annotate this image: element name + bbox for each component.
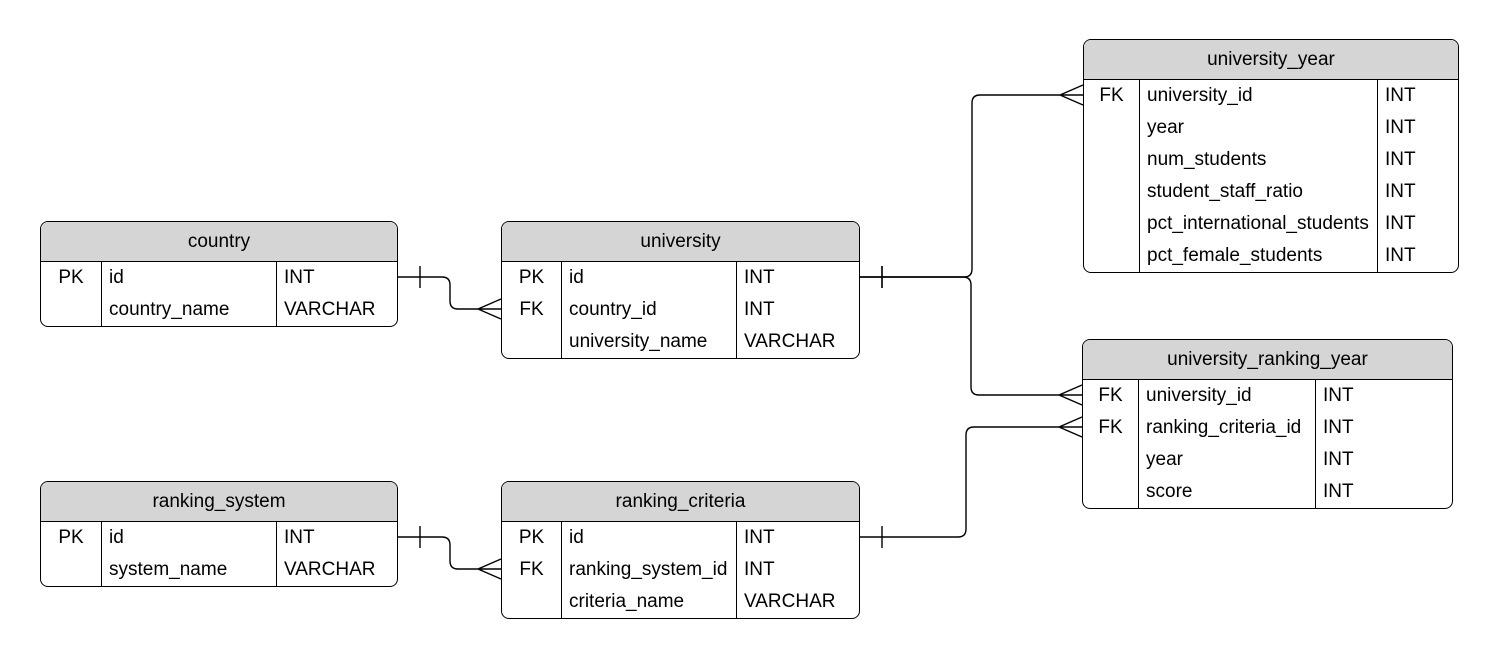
field-name: university_id <box>1138 380 1315 412</box>
key-badge: PK <box>58 267 84 288</box>
field-name: university_name <box>561 326 736 358</box>
field-name: system_name <box>101 554 276 586</box>
field-type: INT <box>1377 80 1458 112</box>
field-name: id <box>101 262 276 294</box>
relationship-ranking_criteria-university_ranking_year <box>860 416 1083 548</box>
field-type: INT <box>1315 380 1452 412</box>
field-type: INT <box>736 554 859 586</box>
field-type: INT <box>736 262 859 294</box>
field-type: VARCHAR <box>276 294 397 326</box>
field-type: INT <box>276 262 397 294</box>
key-badge <box>41 294 101 326</box>
key-badge: FK <box>519 559 544 580</box>
field-name: year <box>1138 444 1315 476</box>
field-name: id <box>561 262 736 294</box>
key-badge: FK <box>1098 385 1123 406</box>
key-badge <box>1084 144 1139 176</box>
field-type: INT <box>1377 240 1458 272</box>
field-name: id <box>101 522 276 554</box>
relationship-country-university <box>398 266 502 320</box>
field-type: INT <box>1315 444 1452 476</box>
field-type: INT <box>1377 112 1458 144</box>
key-badge <box>1083 476 1138 508</box>
field-type: INT <box>1377 208 1458 240</box>
table-title: ranking_criteria <box>502 482 859 522</box>
key-badge <box>502 586 561 618</box>
key-badge: FK <box>519 299 544 320</box>
field-name: ranking_system_id <box>561 554 736 586</box>
table-title: university_ranking_year <box>1083 340 1452 380</box>
field-type: INT <box>736 294 859 326</box>
key-badge <box>502 326 561 358</box>
field-name: pct_female_students <box>1139 240 1377 272</box>
table-title: university_year <box>1084 40 1458 80</box>
relationship-ranking_system-ranking_criteria <box>398 526 502 580</box>
key-badge <box>1084 176 1139 208</box>
key-badge: FK <box>1099 85 1124 106</box>
field-type: VARCHAR <box>736 326 859 358</box>
field-name: id <box>561 522 736 554</box>
field-type: VARCHAR <box>736 586 859 618</box>
field-type: VARCHAR <box>276 554 397 586</box>
field-type: INT <box>1315 476 1452 508</box>
relationship-university-university_year <box>860 84 1084 288</box>
key-badge <box>1084 112 1139 144</box>
table-title: university <box>502 222 859 262</box>
table-title: ranking_system <box>41 482 397 522</box>
key-badge: PK <box>58 527 84 548</box>
field-name: ranking_criteria_id <box>1138 412 1315 444</box>
field-type: INT <box>1377 144 1458 176</box>
field-name: num_students <box>1139 144 1377 176</box>
field-type: INT <box>736 522 859 554</box>
relationship-university-university_ranking_year <box>860 266 1083 406</box>
field-name: country_id <box>561 294 736 326</box>
field-type: INT <box>1377 176 1458 208</box>
field-name: year <box>1139 112 1377 144</box>
field-name: country_name <box>101 294 276 326</box>
table-title: country <box>41 222 397 262</box>
field-name: student_staff_ratio <box>1139 176 1377 208</box>
key-badge: PK <box>518 267 545 288</box>
field-type: INT <box>276 522 397 554</box>
key-badge <box>1083 444 1138 476</box>
field-name: pct_international_students <box>1139 208 1377 240</box>
field-name: score <box>1138 476 1315 508</box>
key-badge: FK <box>1098 417 1123 438</box>
key-badge <box>1084 240 1139 272</box>
key-badge <box>41 554 101 586</box>
key-badge <box>1084 208 1139 240</box>
field-name: university_id <box>1139 80 1377 112</box>
field-type: INT <box>1315 412 1452 444</box>
field-name: criteria_name <box>561 586 736 618</box>
key-badge: PK <box>518 527 545 548</box>
